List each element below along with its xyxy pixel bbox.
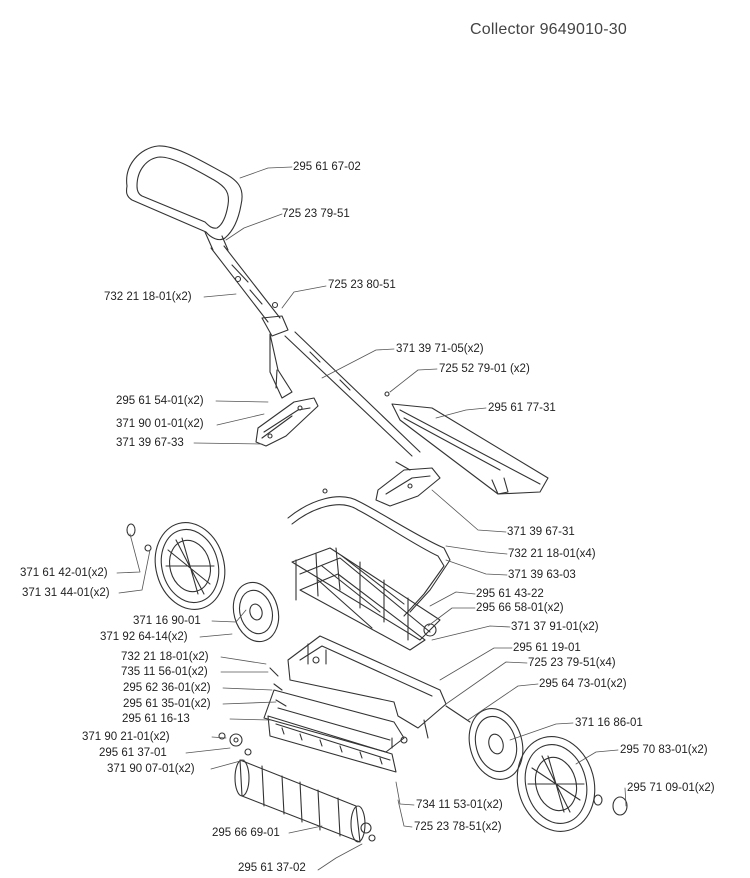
part-label: 371 90 07-01(x2) xyxy=(107,763,195,775)
cutting-reel xyxy=(291,547,441,651)
part-label: 295 61 43-22 xyxy=(476,588,544,600)
part-label: 295 61 54-01(x2) xyxy=(116,395,204,407)
part-label: 295 61 77-31 xyxy=(488,402,556,414)
part-label: 725 23 79-51(x4) xyxy=(528,657,616,669)
left-wheel-assembly xyxy=(126,522,280,643)
part-label: 725 52 79-01 (x2) xyxy=(439,363,530,375)
part-label: 371 31 44-01(x2) xyxy=(22,587,110,599)
part-label: 725 23 79-51 xyxy=(282,208,350,220)
part-label: 295 61 16-13 xyxy=(122,713,190,725)
part-label: 732 21 18-01(x2) xyxy=(121,651,209,663)
part-label: 295 61 37-02 xyxy=(238,862,306,874)
part-label: 371 90 01-01(x2) xyxy=(116,418,204,430)
part-label: 725 23 78-51(x2) xyxy=(414,821,502,833)
part-label: 371 39 71-05(x2) xyxy=(396,343,484,355)
collector-number: Collector 9649010-30 xyxy=(470,21,627,38)
grass-guard xyxy=(384,391,549,495)
mower-frame xyxy=(263,635,447,753)
part-label: 371 90 21-01(x2) xyxy=(82,731,170,743)
curved-rod xyxy=(287,488,451,617)
bed-knife-bar xyxy=(267,715,397,773)
leader-lines xyxy=(116,166,627,871)
side-plate-right xyxy=(375,461,441,507)
rear-roller xyxy=(234,759,376,843)
part-label: 295 61 37-01 xyxy=(99,747,167,759)
part-label: 295 61 35-01(x2) xyxy=(123,698,211,710)
part-label: 295 66 69-01 xyxy=(212,827,280,839)
small-hardware-left xyxy=(218,667,287,756)
part-label: 295 70 83-01(x2) xyxy=(620,744,708,756)
part-label: 295 66 58-01(x2) xyxy=(476,602,564,614)
part-label: 371 37 91-01(x2) xyxy=(511,621,599,633)
side-plate-left xyxy=(255,397,319,447)
part-label: 295 64 73-01(x2) xyxy=(539,678,627,690)
part-label: 734 11 53-01(x2) xyxy=(416,799,503,811)
part-label: 371 92 64-14(x2) xyxy=(100,631,188,643)
handle-bar-part xyxy=(125,145,243,251)
part-label: 371 61 42-01(x2) xyxy=(20,567,108,579)
part-label: 295 61 19-01 xyxy=(513,642,581,654)
part-label: 371 16 86-01 xyxy=(575,717,643,729)
part-label: 371 16 90-01 xyxy=(133,615,201,627)
part-label: 295 71 09-01(x2) xyxy=(627,782,715,794)
part-label: 732 21 18-01(x2) xyxy=(104,291,192,303)
handle-bracket xyxy=(261,315,421,457)
part-label: 371 39 63-03 xyxy=(508,569,576,581)
part-label: 732 21 18-01(x4) xyxy=(508,548,596,560)
right-wheel-assembly xyxy=(445,705,628,832)
upper-handle-tube xyxy=(210,245,281,323)
part-label: 725 23 80-51 xyxy=(328,279,396,291)
part-label: 295 62 36-01(x2) xyxy=(123,682,211,694)
part-label: 371 39 67-31 xyxy=(507,526,575,538)
part-label: 295 61 67-02 xyxy=(293,161,361,173)
part-label: 371 39 67-33 xyxy=(116,437,184,449)
part-label: 735 11 56-01(x2) xyxy=(121,666,208,678)
